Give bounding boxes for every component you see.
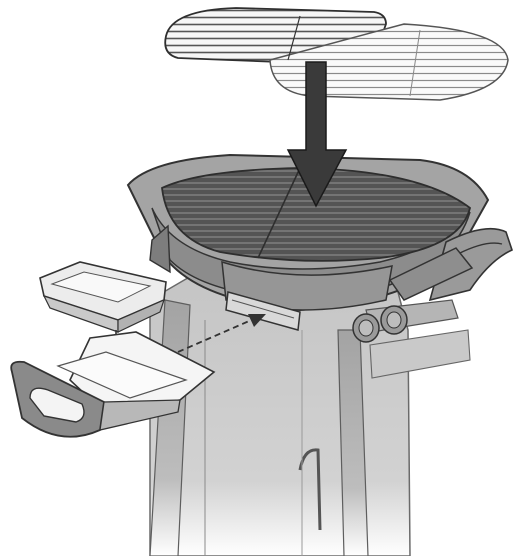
- pan-icon: [40, 262, 166, 332]
- grate-icon: [165, 8, 508, 100]
